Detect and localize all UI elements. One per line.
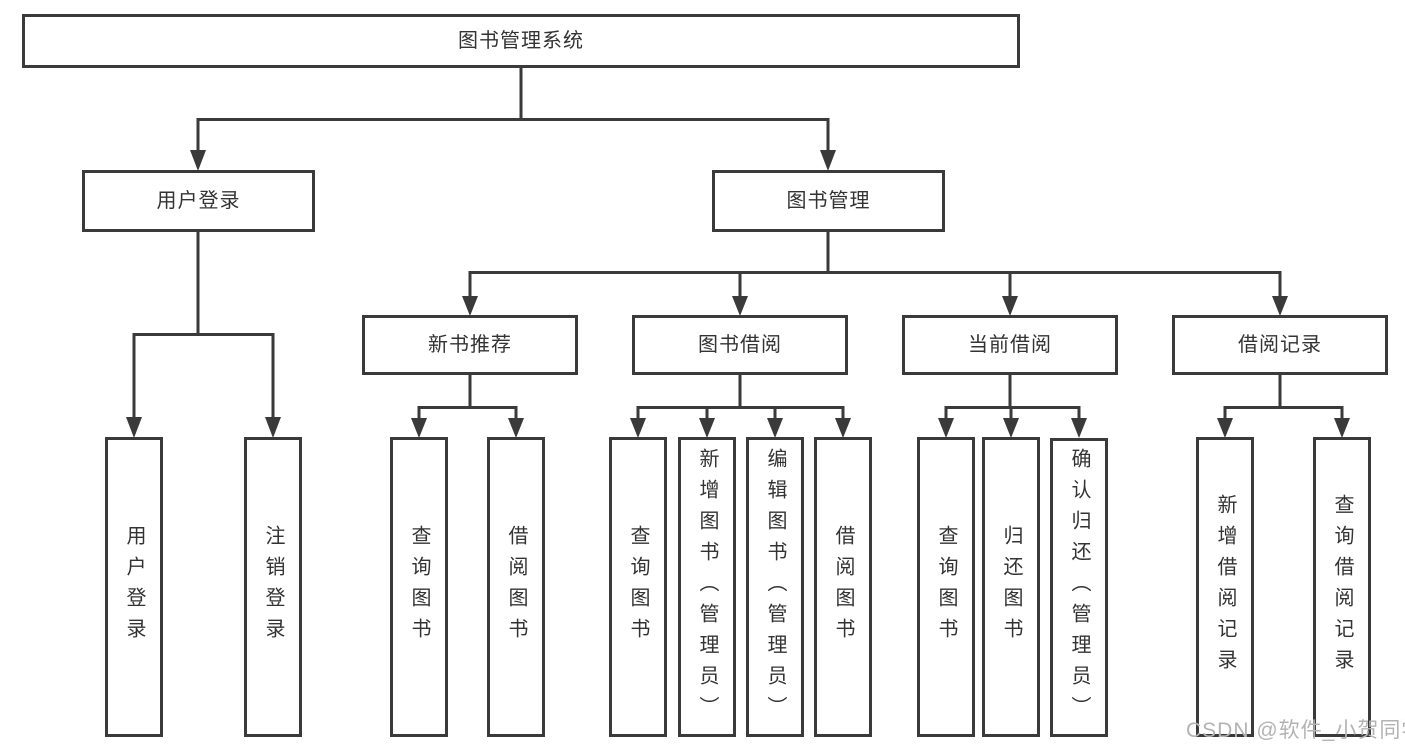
node-label: 图书管理系统 [458, 30, 584, 52]
node-label: 用户登录 [123, 525, 145, 649]
node-label: 编辑图书（管理员） [764, 447, 786, 727]
leaf-logout: 注销登录 [244, 437, 302, 737]
node-label: 归还图书 [1000, 525, 1022, 649]
leaf-query-books-current: 查询图书 [917, 437, 975, 737]
node-label: 注销登录 [262, 525, 284, 649]
node-library-management-system: 图书管理系统 [22, 14, 1020, 68]
node-label: 新书推荐 [428, 334, 512, 356]
node-label: 查询图书 [408, 525, 430, 649]
node-label: 当前借阅 [968, 334, 1052, 356]
leaf-borrow-books-recommend: 借阅图书 [487, 437, 545, 737]
node-label: 用户登录 [156, 190, 241, 212]
node-label: 借阅图书 [505, 525, 527, 649]
leaf-add-borrow-record: 新增借阅记录 [1196, 437, 1254, 737]
node-current-borrow: 当前借阅 [902, 315, 1118, 375]
node-label: 图书借阅 [698, 334, 782, 356]
node-label: 图书管理 [786, 190, 871, 212]
node-book-management: 图书管理 [712, 170, 945, 232]
leaf-edit-book-admin: 编辑图书（管理员） [746, 437, 804, 737]
leaf-borrow-books-borrow: 借阅图书 [814, 437, 872, 737]
csdn-watermark: CSDN @软件_小贺同学 [1186, 719, 1405, 742]
leaf-add-book-admin: 新增图书（管理员） [678, 437, 736, 737]
node-user-login: 用户登录 [82, 170, 315, 232]
leaf-query-books-borrow: 查询图书 [609, 437, 667, 737]
leaf-return-book: 归还图书 [982, 437, 1040, 737]
leaf-query-borrow-record: 查询借阅记录 [1313, 437, 1371, 737]
leaf-query-books-recommend: 查询图书 [390, 437, 448, 737]
leaf-confirm-return-admin: 确认归还（管理员） [1050, 438, 1108, 737]
node-label: 借阅图书 [832, 525, 854, 649]
leaf-user-login: 用户登录 [105, 437, 163, 737]
node-new-book-recommend: 新书推荐 [362, 315, 578, 375]
node-label: 借阅记录 [1238, 334, 1322, 356]
node-label: 新增借阅记录 [1214, 494, 1236, 680]
node-borrow-records: 借阅记录 [1172, 315, 1388, 375]
node-label: 查询借阅记录 [1331, 494, 1353, 680]
node-book-borrow: 图书借阅 [632, 315, 848, 375]
node-label: 确认归还（管理员） [1068, 448, 1090, 727]
node-label: 查询图书 [935, 525, 957, 649]
node-label: 新增图书（管理员） [696, 447, 718, 727]
node-label: 查询图书 [627, 525, 649, 649]
